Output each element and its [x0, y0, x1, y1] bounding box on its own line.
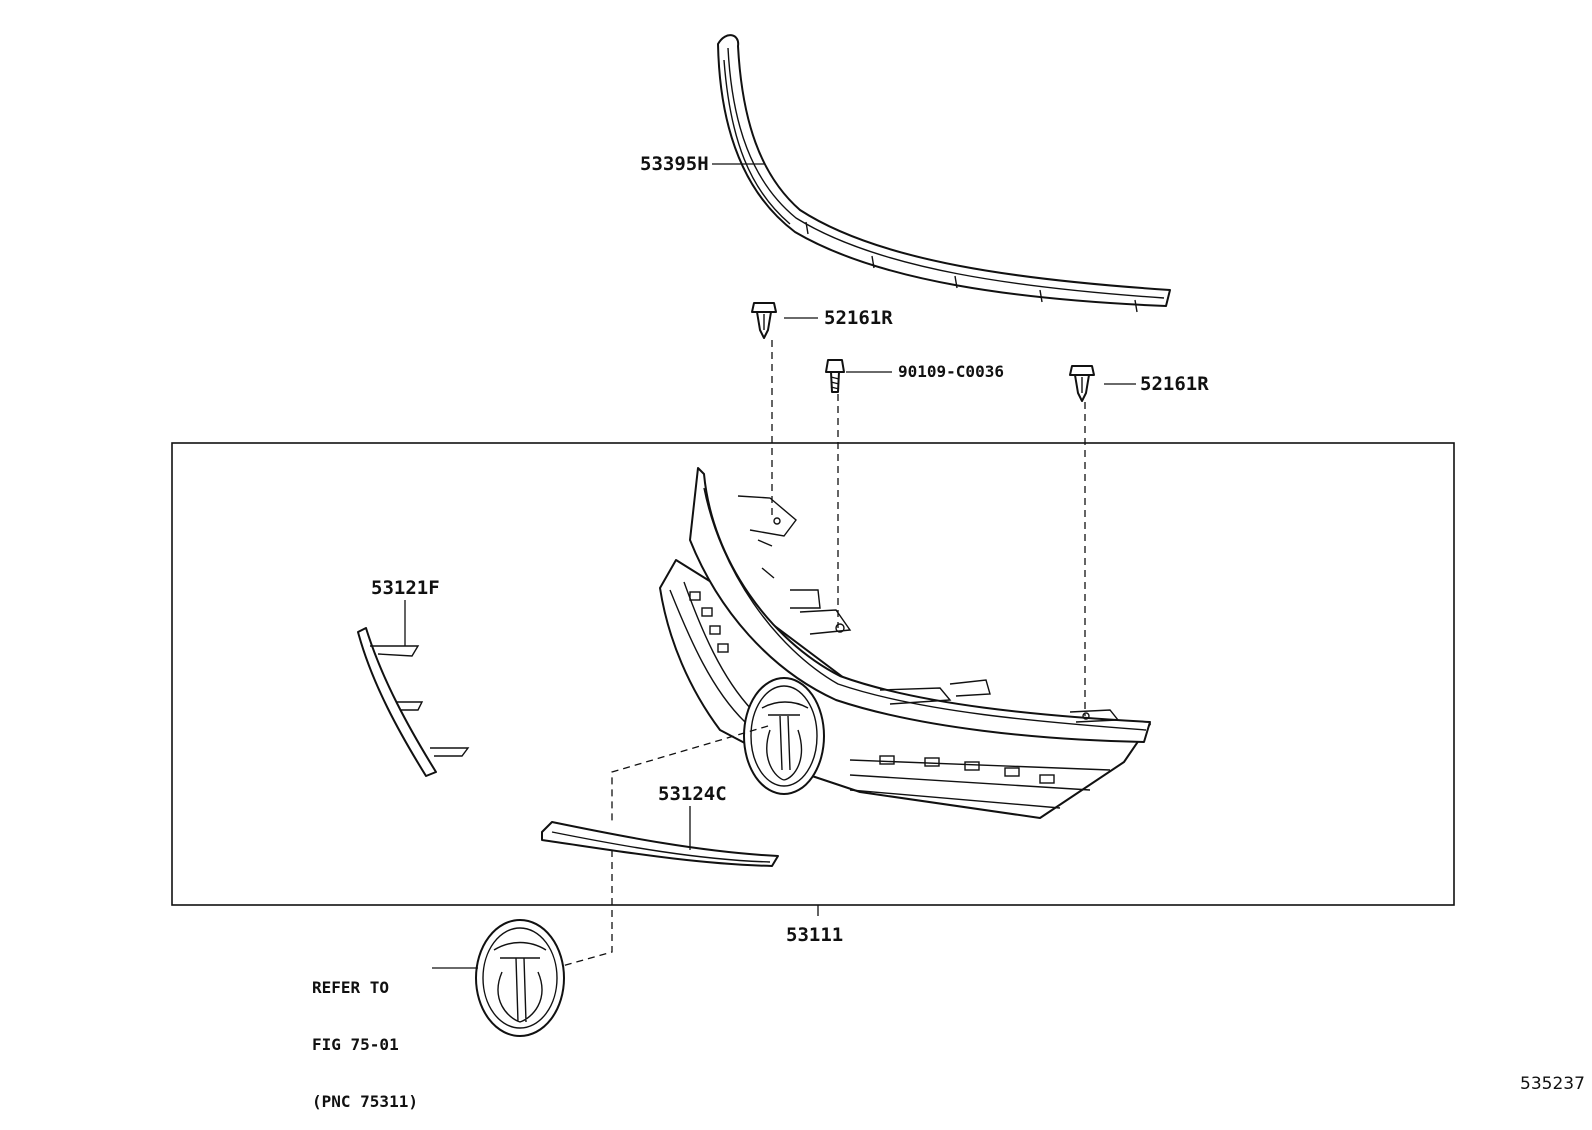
parts-diagram — [171, 34, 1455, 1037]
clip-52161r-left — [751, 302, 777, 339]
lower-molding-53124c — [541, 821, 779, 867]
upper-molding-53395h — [717, 34, 1171, 313]
reference-note: REFER TO FIG 75-01 (PNC 75311) — [312, 940, 418, 1130]
label-53395h: 53395H — [640, 153, 709, 175]
label-52161r-left: 52161R — [824, 307, 893, 329]
label-53121f: 53121F — [371, 577, 440, 599]
assembly-frame — [171, 442, 1455, 906]
label-52161r-right: 52161R — [1140, 373, 1209, 395]
reference-note-line2: FIG 75-01 — [312, 1035, 399, 1054]
side-molding-53121f — [357, 627, 470, 777]
figure-id: 535237 — [1520, 1074, 1585, 1094]
radiator-grille-53111 — [659, 467, 1151, 819]
emblem-pnc-75311 — [475, 919, 565, 1037]
label-53124c: 53124C — [658, 783, 727, 805]
label-90109-c0036: 90109-C0036 — [898, 362, 1004, 381]
label-53111: 53111 — [786, 924, 844, 946]
screw-90109-c0036 — [825, 359, 845, 393]
assembly-lines — [561, 340, 1086, 967]
leader-lines — [404, 163, 1136, 969]
clip-52161r-right — [1069, 365, 1095, 402]
reference-note-line3: (PNC 75311) — [312, 1092, 418, 1111]
reference-note-line1: REFER TO — [312, 978, 390, 997]
